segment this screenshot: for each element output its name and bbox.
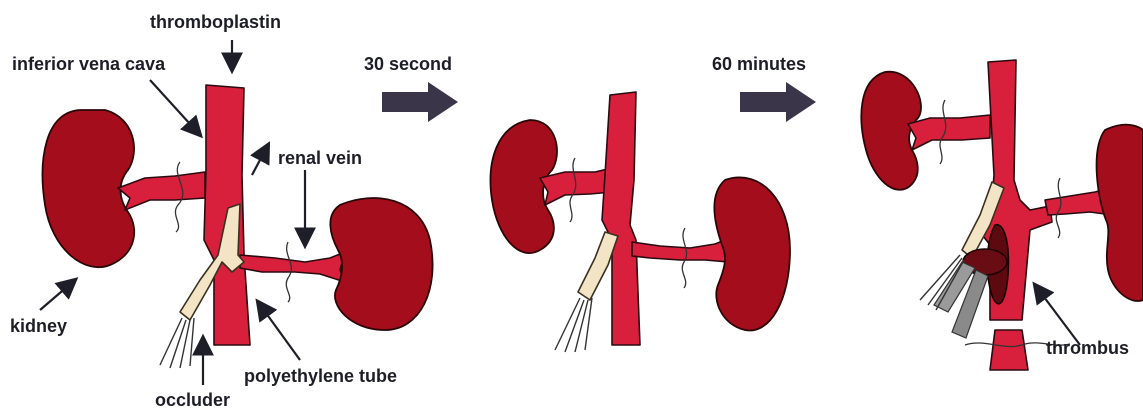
renal-vein-left-3 [908,115,990,150]
pointer-polyethylene-tube [258,302,300,360]
renal-vein-right-1 [240,252,345,282]
ivc-2 [602,92,640,345]
label-inferior-vena-cava: inferior vena cava [12,54,165,75]
kidney-right-2 [714,177,790,330]
renal-vein-right-2 [632,238,730,262]
step-arrow-2 [740,82,816,122]
pointer-kidney [40,280,75,310]
kidney-right-3 [1097,125,1143,301]
renal-vein-left-1 [118,172,205,210]
label-thromboplastin: thromboplastin [150,12,281,33]
flow-arrow [252,145,268,175]
label-polyethylene-tube: polyethylene tube [244,366,397,387]
label-thrombus: thrombus [1046,338,1129,359]
occluder-wire-2a [555,298,580,350]
occluder-wire-1d [190,318,194,366]
label-step-30-second: 30 second [364,54,452,75]
label-renal-vein: renal vein [278,148,362,169]
occluder-wire-1c [180,320,190,368]
panel-initial [43,85,433,368]
label-occluder: occluder [155,390,230,411]
panel-60-minutes [861,60,1143,370]
panel-30-second [491,92,790,352]
pointer-thrombus [1035,285,1080,345]
label-kidney: kidney [10,316,67,337]
pointer-inferior-vena-cava [150,80,200,135]
step-arrow-1 [382,82,458,122]
kidney-right-1 [330,198,432,330]
label-step-60-minutes: 60 minutes [712,54,806,75]
ivc-lower-3 [990,330,1028,370]
